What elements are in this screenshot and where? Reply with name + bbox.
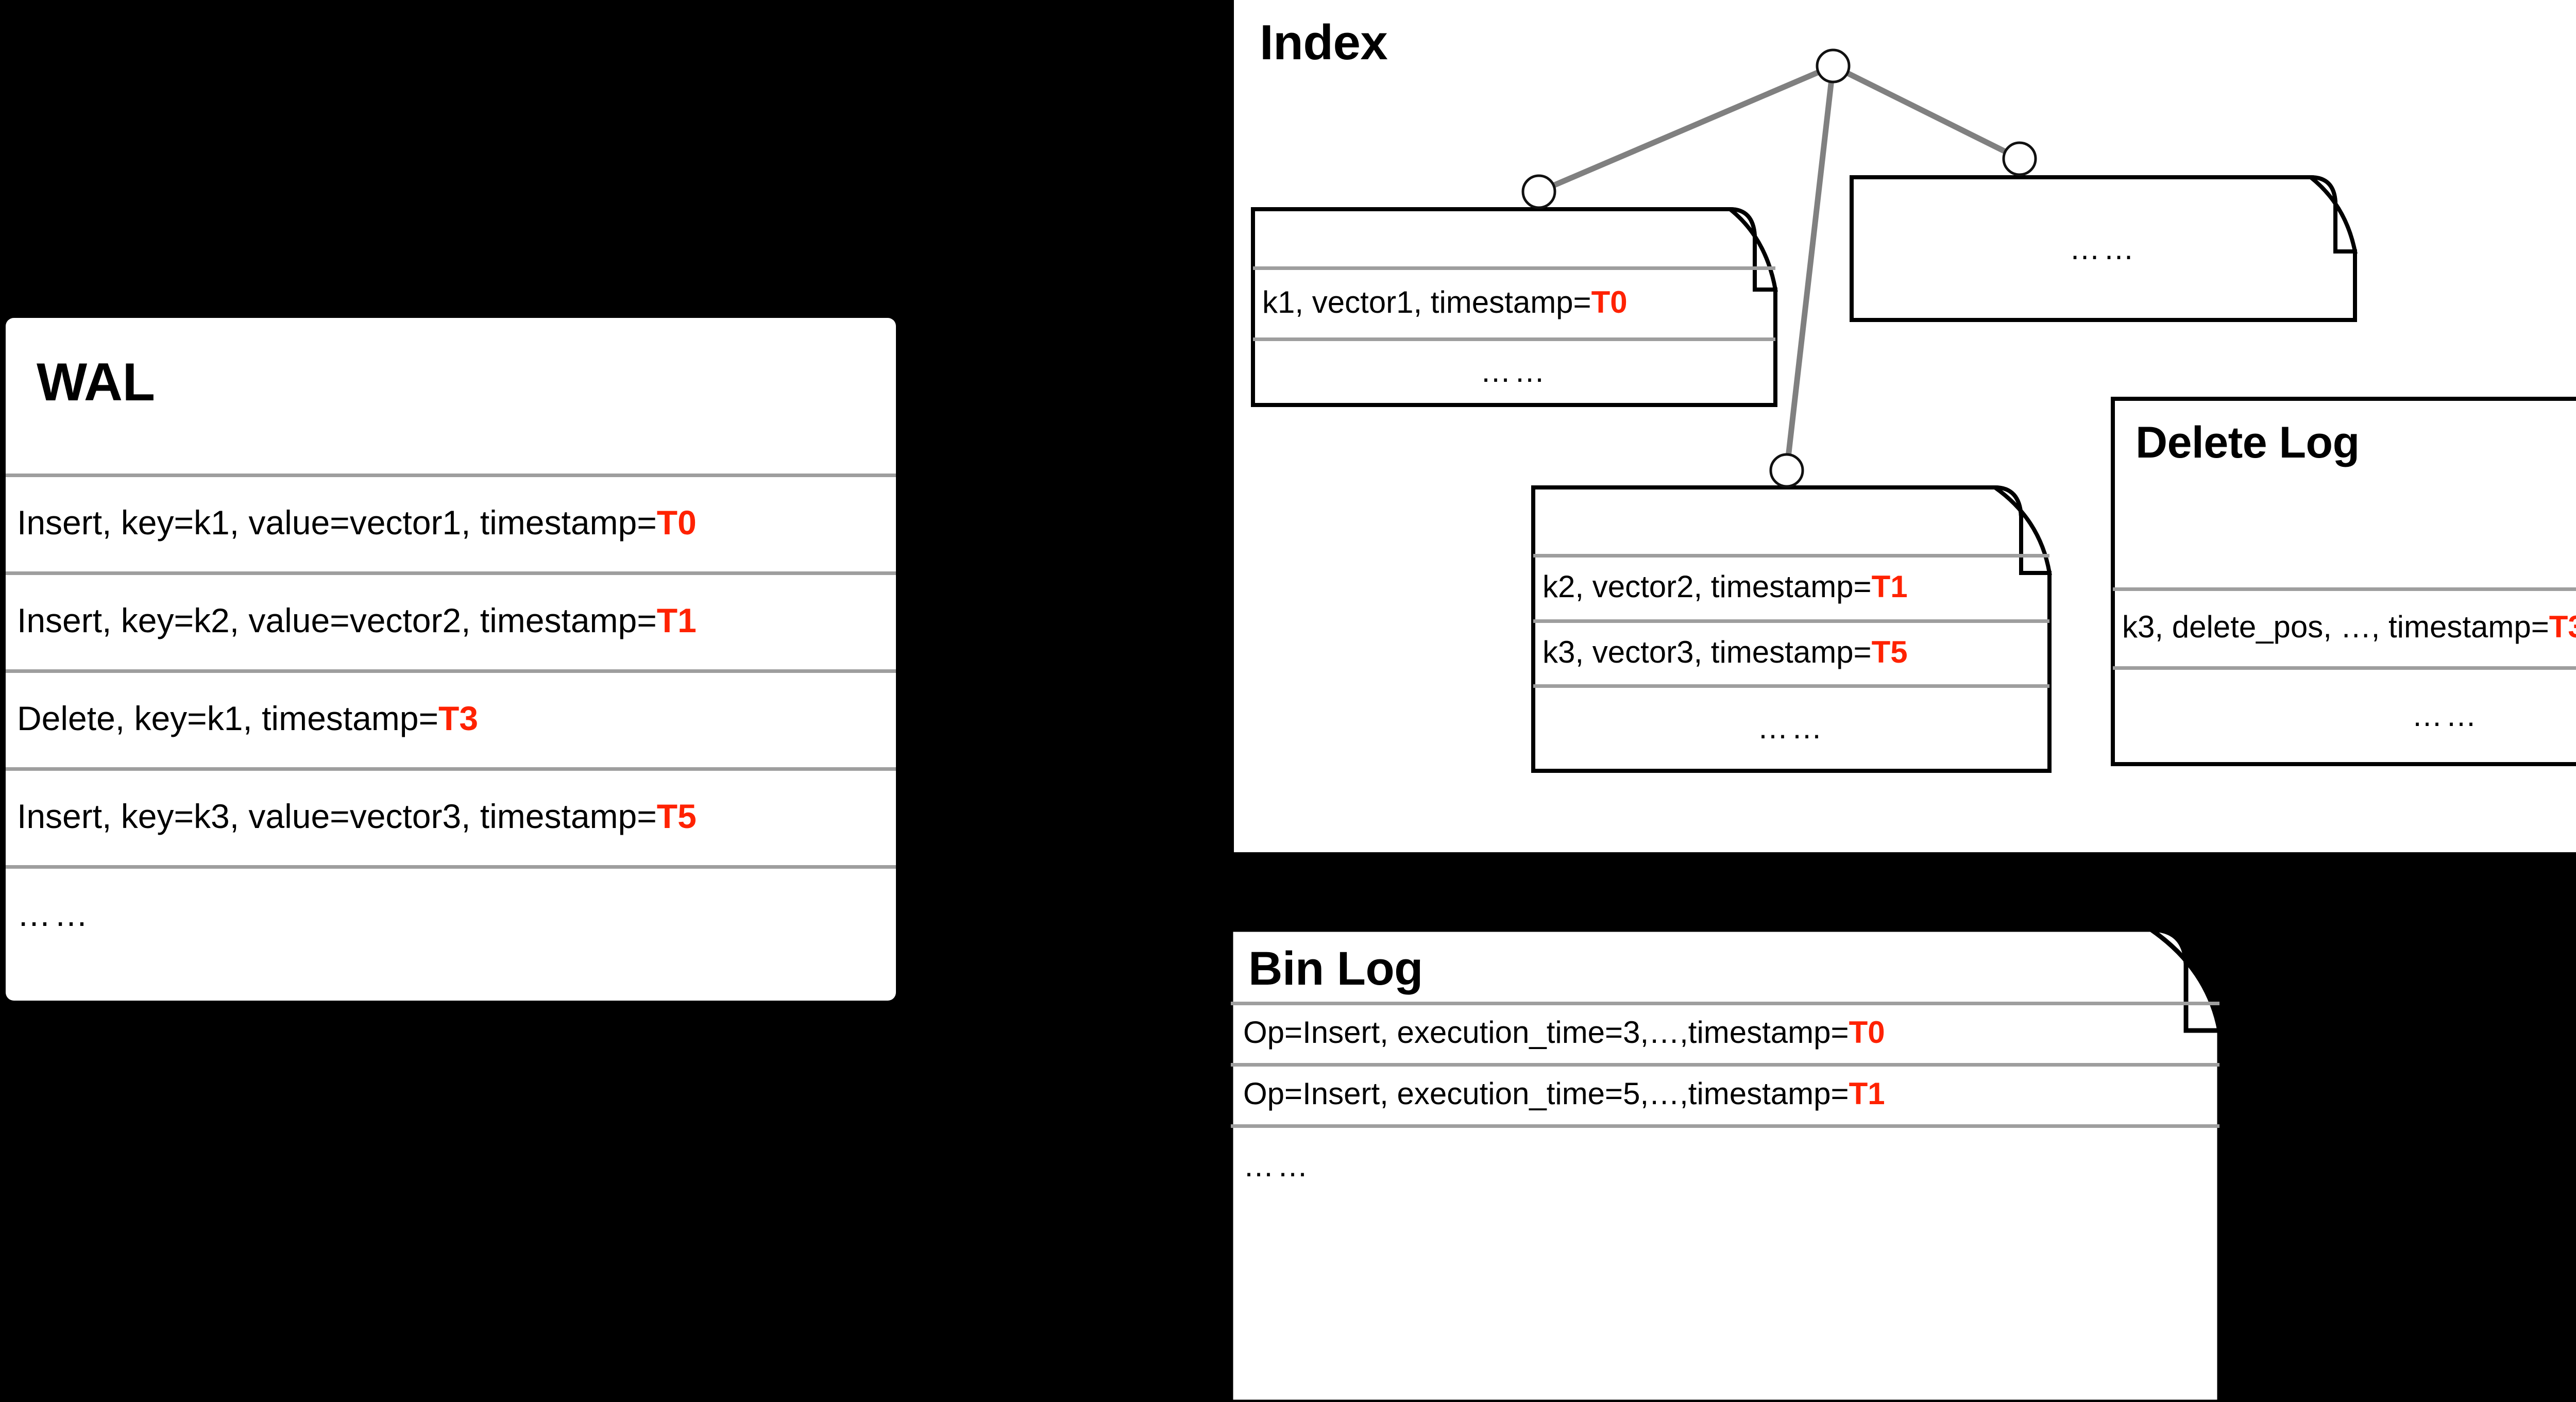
index-card-row: …… (1533, 684, 2049, 771)
wal-row-text: Insert, key=k3, value=vector3, timestamp… (17, 797, 657, 835)
wal-row-timestamp: T1 (656, 601, 697, 639)
delete-log-content: Delete Log k3, delete_pos, …, timestamp=… (2111, 397, 2576, 766)
ellipsis-leaf-card: …… (1850, 175, 2358, 322)
wal-panel: WAL Insert, key=k1, value=vector1, times… (6, 318, 896, 1001)
k1-divider-2 (1253, 337, 1775, 341)
wal-row: …… (17, 865, 893, 963)
index-card-row-text: k2, vector2, timestamp= (1543, 569, 1872, 604)
k2-k3-divider-3 (1533, 684, 2049, 688)
index-card-row-timestamp: T5 (1871, 634, 1908, 669)
index-card-row-text: …… (2069, 231, 2138, 266)
wal-divider-2 (6, 571, 896, 575)
index-card-row-text: k3, vector3, timestamp= (1543, 634, 1872, 669)
index-card-row-text: …… (1757, 710, 1825, 745)
wal-row-timestamp: T3 (438, 699, 479, 737)
index-card-row-text: k1, vector1, timestamp= (1262, 284, 1591, 319)
ellipsis-card-content: …… (1850, 175, 2357, 322)
bin-log-row-text: Op=Insert, execution_time=3,…,timestamp= (1243, 1015, 1849, 1050)
index-card-row: k2, vector2, timestamp=T1 (1543, 554, 2047, 619)
wal-row: Insert, key=k2, value=vector2, timestamp… (17, 571, 893, 669)
k1-leaf-card: k1, vector1, timestamp=T0 …… (1251, 207, 1778, 407)
wal-row-text: Insert, key=k2, value=vector2, timestamp… (17, 601, 657, 639)
index-card-row-text: …… (1480, 354, 1548, 388)
index-card-row: k3, vector3, timestamp=T5 (1543, 619, 2047, 684)
wal-row-timestamp: T5 (656, 797, 697, 835)
wal-row-text: …… (17, 895, 91, 933)
bin-log-title: Bin Log (1248, 942, 1423, 995)
wal-row-text: Delete, key=k1, timestamp= (17, 699, 439, 737)
wal-row-text: Insert, key=k1, value=vector1, timestamp… (17, 503, 657, 542)
k2-k3-divider-1 (1533, 554, 2049, 558)
k1-divider-1 (1253, 266, 1775, 270)
folded-page-shape (1850, 175, 2358, 322)
wal-row: Delete, key=k1, timestamp=T3 (17, 669, 893, 767)
wal-divider-5 (6, 865, 896, 869)
wal-divider-3 (6, 669, 896, 673)
folded-page-shape (1531, 485, 2052, 773)
k2-k3-leaf-card: k2, vector2, timestamp=T1 k3, vector3, t… (1531, 485, 2052, 773)
folded-page-shape (1228, 927, 2223, 1402)
wal-title: WAL (37, 352, 155, 412)
wal-row-timestamp: T0 (656, 503, 697, 542)
bin-log-divider-1 (1231, 1002, 2219, 1005)
folded-page-shape (1251, 207, 1778, 407)
bin-log-row-text: …… (1243, 1148, 1311, 1183)
k2-k3-divider-2 (1533, 619, 2049, 623)
bin-log-row: …… (1243, 1124, 2212, 1207)
k1-card-content: k1, vector1, timestamp=T0 …… (1251, 207, 1777, 407)
index-title: Index (1260, 15, 1388, 70)
delete-log-row-text: k3, delete_pos, …, timestamp= (2122, 610, 2549, 644)
index-card-row: …… (1253, 337, 1775, 405)
delete-log-divider-2 (2113, 666, 2576, 670)
wal-divider-4 (6, 767, 896, 771)
delete-log-row-timestamp: T3 (2549, 610, 2576, 644)
delete-log-row: …… (2113, 666, 2576, 764)
wal-row: Insert, key=k3, value=vector3, timestamp… (17, 767, 893, 865)
bin-log-divider-3 (1231, 1124, 2219, 1128)
bin-log-divider-2 (1231, 1063, 2219, 1067)
delete-log-row: k3, delete_pos, …, timestamp=T3 (2122, 587, 2576, 666)
index-card-row: …… (1852, 175, 2355, 322)
delete-log-title: Delete Log (2136, 418, 2360, 467)
index-card-row-timestamp: T0 (1591, 284, 1628, 319)
bin-log-row: Op=Insert, execution_time=3,…,timestamp=… (1243, 1002, 2212, 1063)
delete-log-card: Delete Log k3, delete_pos, …, timestamp=… (2111, 397, 2576, 766)
delete-log-divider-1 (2113, 587, 2576, 591)
index-card-row-timestamp: T1 (1871, 569, 1908, 604)
bin-log-panel: Bin Log Op=Insert, execution_time=3,…,ti… (1228, 927, 2223, 1402)
bin-log-content: Bin Log Op=Insert, execution_time=3,…,ti… (1229, 927, 2222, 1402)
bin-log-row-timestamp: T1 (1849, 1076, 1885, 1111)
bin-log-row-timestamp: T0 (1849, 1015, 1885, 1050)
wal-divider-1 (6, 474, 896, 477)
wal-row: Insert, key=k1, value=vector1, timestamp… (17, 474, 893, 571)
delete-log-row-text: …… (2412, 698, 2480, 733)
k2-k3-card-content: k2, vector2, timestamp=T1 k3, vector3, t… (1531, 485, 2052, 773)
bin-log-row-text: Op=Insert, execution_time=5,…,timestamp= (1243, 1076, 1849, 1111)
index-card-row: k1, vector1, timestamp=T0 (1262, 266, 1772, 337)
folded-page-shape (2111, 397, 2576, 766)
bin-log-row: Op=Insert, execution_time=5,…,timestamp=… (1243, 1063, 2212, 1124)
